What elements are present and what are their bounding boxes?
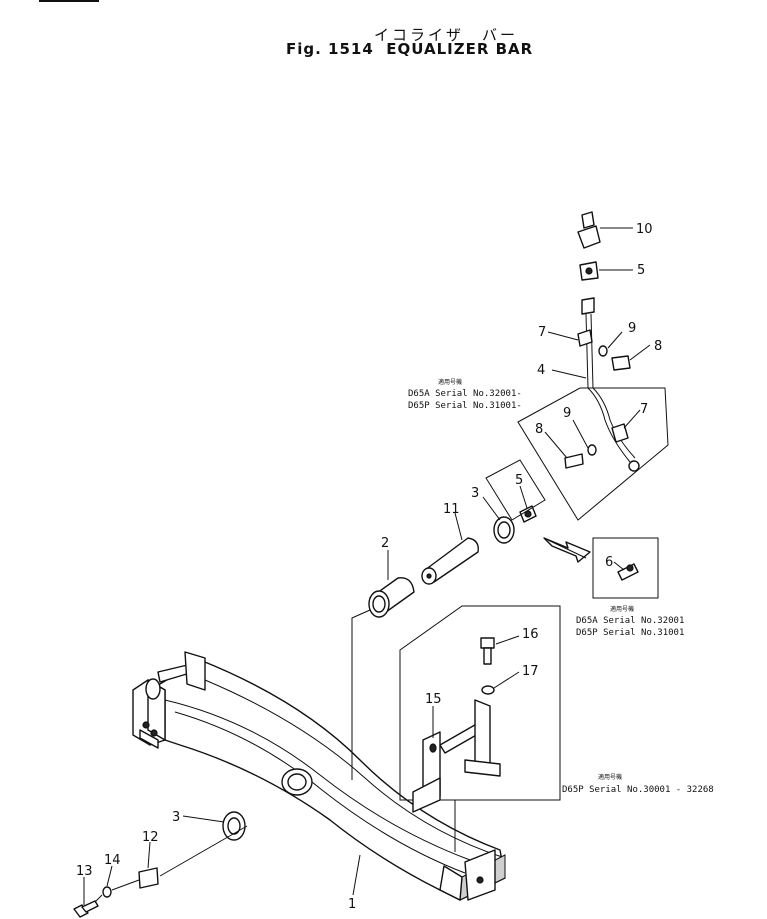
callout-7-upper: 7 (538, 325, 546, 340)
callout-1: 1 (348, 897, 356, 912)
washer (102, 886, 112, 898)
callout-3-upper: 3 (471, 486, 479, 501)
tube-clamp-lower (611, 423, 629, 443)
detail-enclosure-tube (517, 387, 669, 521)
callout-8-lower: 8 (535, 422, 543, 437)
equalizer-bar (149, 659, 506, 901)
callout-12: 12 (142, 830, 159, 845)
grease-fitting (579, 261, 599, 281)
plate (138, 867, 159, 889)
bushing (368, 577, 415, 618)
callout-16: 16 (522, 627, 539, 642)
callout-5-fitting: 5 (637, 263, 645, 278)
seal-upper (493, 516, 515, 544)
figure-title-japanese: イコライザ バー (374, 26, 519, 44)
callout-10: 10 (636, 222, 653, 237)
serial-note-upper-line1: D65A Serial No.32001- (408, 389, 522, 399)
callout-11: 11 (443, 502, 460, 517)
pin (421, 537, 479, 585)
bolt (480, 637, 495, 665)
detail-box-elbow (592, 537, 659, 599)
callout-7-lower: 7 (640, 402, 648, 417)
direction-arrow (543, 537, 591, 563)
clamp-bolt-upper (598, 345, 631, 371)
clamp-bolt-lower (564, 444, 597, 469)
seal-lower (222, 811, 246, 841)
serial-note-middle-line1: D65A Serial No.32001 (576, 616, 684, 626)
elbow-fitting (617, 563, 639, 581)
corner-mark (39, 0, 99, 2)
serial-note-lower-line1: D65P Serial No.30001 - 32268 (562, 785, 714, 795)
callout-5-upper: 5 (515, 473, 523, 488)
callout-17: 17 (522, 664, 539, 679)
serial-note-upper-line2: D65P Serial No.31001- (408, 401, 522, 411)
serial-note-middle-heading: 適用号機 (610, 605, 634, 613)
right-end-bracket (464, 849, 496, 901)
bracket (412, 699, 501, 813)
lock-washer (481, 685, 495, 695)
figure-title: Fig. 1514 EQUALIZER BAR (286, 40, 534, 58)
callout-4: 4 (537, 363, 545, 378)
bolt-small (73, 900, 99, 918)
grease-tube (581, 297, 640, 472)
serial-note-middle: 適用号機 D65A Serial No.32001 D65P Serial No… (576, 605, 684, 638)
callout-2: 2 (381, 536, 389, 551)
callout-13: 13 (76, 864, 93, 879)
figure-header: イコライザ バー Fig. 1514 EQUALIZER BAR (0, 0, 767, 60)
serial-note-lower-heading: 適用号機 (598, 773, 622, 781)
serial-note-middle-line2: D65P Serial No.31001 (576, 628, 684, 638)
callout-6: 6 (605, 555, 613, 570)
callout-14: 14 (104, 853, 121, 868)
left-mount-bracket (132, 651, 206, 749)
serial-note-upper-heading: 適用号機 (438, 378, 462, 386)
callout-3-lower: 3 (172, 810, 180, 825)
serial-note-upper: 適用号機 D65A Serial No.32001- D65P Serial N… (408, 378, 522, 411)
detail-enclosure-seal (485, 459, 546, 521)
callout-9-lower: 9 (563, 406, 571, 421)
callout-9-upper: 9 (628, 321, 636, 336)
callout-15: 15 (425, 692, 442, 707)
callout-8-upper: 8 (654, 339, 662, 354)
grease-nipple-cap (577, 211, 601, 249)
grease-fitting-upper (519, 505, 537, 523)
serial-note-lower: 適用号機 D65P Serial No.30001 - 32268 (562, 773, 714, 795)
tube-clamp-upper (577, 329, 593, 347)
detail-enclosure-bracket (399, 605, 561, 801)
